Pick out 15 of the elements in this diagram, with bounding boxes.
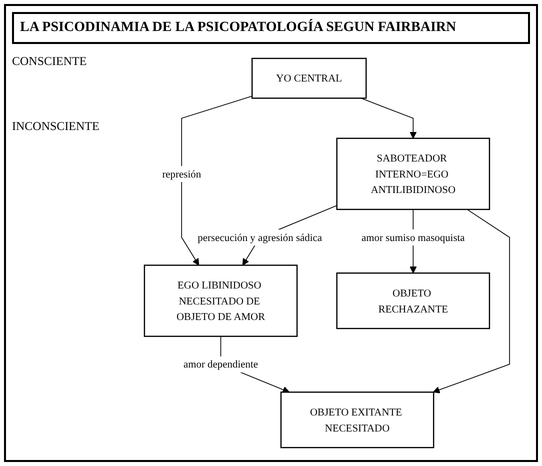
node-box: OBJETO RECHAZANTE [336,272,490,330]
title: LA PSICODINAMIA DE LA PSICOPATOLOGÍA SEGUN FAIRBAIRN [12,12,530,44]
edge-label: amor sumiso masoquista [362,231,465,244]
arrow [360,98,417,139]
level-label: CONSCIENTE [12,54,88,69]
node-box: EGO LIBINIDOSO NECESITADO DE OBJETO DE AMOR [144,264,298,337]
edge-label: amor dependiente [183,358,258,370]
edge-label: represión [162,168,202,180]
arrow [181,96,252,266]
node-box: SABOTEADOR INTERNO=EGO ANTILIBIDINOSO [336,138,490,210]
edge-label: persecución y agresión sádica [198,231,322,244]
node-box: YO CENTRAL [251,58,367,99]
arrow [432,209,510,394]
level-label: INCONSCIENTE [12,119,100,134]
node-box: OBJETO EXITANTE NECESITADO [280,392,434,448]
